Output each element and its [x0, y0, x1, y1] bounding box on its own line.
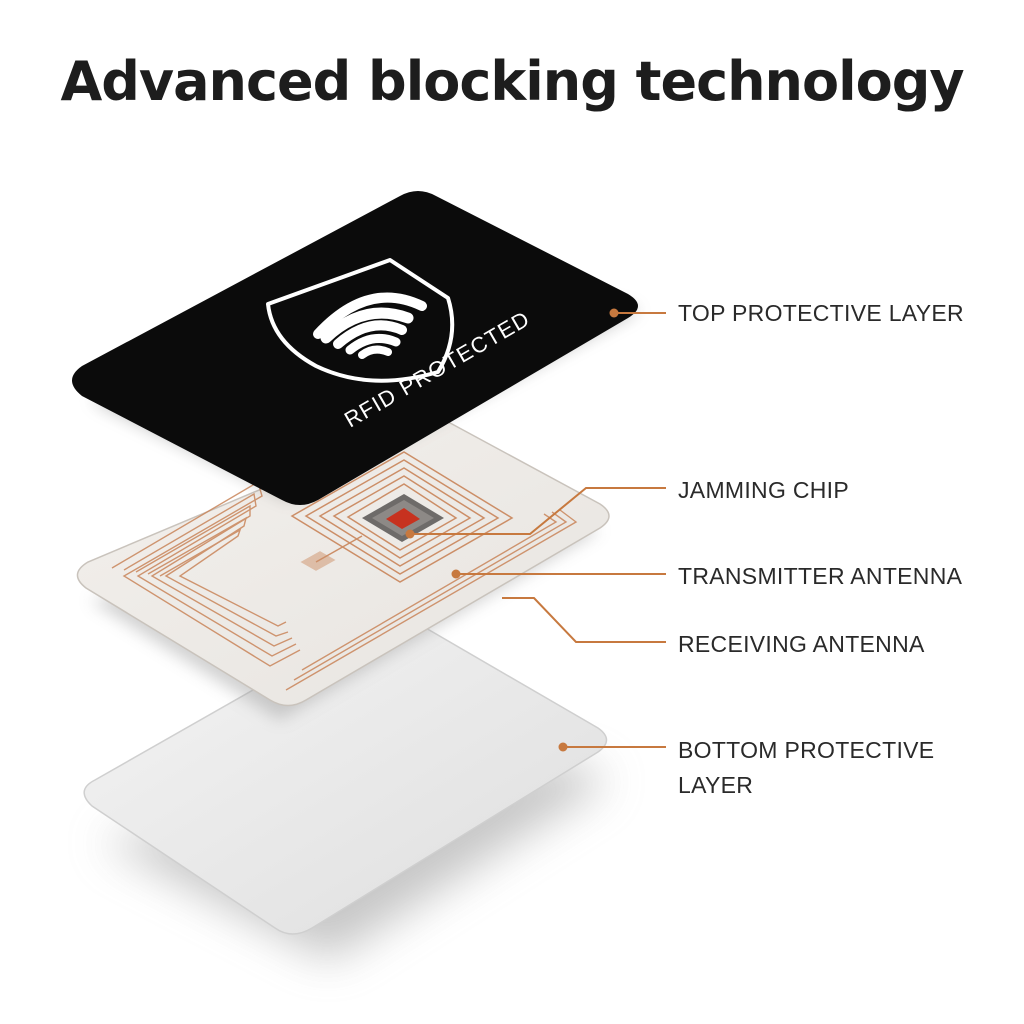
label-top-protective-layer: TOP PROTECTIVE LAYER: [678, 296, 964, 331]
label-line: TRANSMITTER ANTENNA: [678, 563, 963, 589]
jamming-chip: [362, 494, 444, 542]
transmitter-antenna-traces: [290, 451, 514, 583]
callout-lines: [405, 308, 666, 752]
label-line: JAMMING CHIP: [678, 477, 849, 503]
label-line: TOP PROTECTIVE LAYER: [678, 300, 964, 326]
callout-receiving: [502, 597, 666, 643]
label-transmitter-antenna: TRANSMITTER ANTENNA: [678, 559, 962, 594]
callout-bottom: [558, 742, 666, 752]
callout-chip: [405, 487, 666, 539]
receiving-antenna-traces: [111, 480, 578, 691]
callout-transmitter: [451, 569, 666, 579]
callout-top: [609, 308, 666, 318]
label-bottom-protective-layer: BOTTOM PROTECTIVE LAYER: [678, 733, 934, 803]
label-line: RECEIVING ANTENNA: [678, 631, 925, 657]
top-protective-layer: RFID PROTECTED: [72, 191, 640, 505]
label-jamming-chip: JAMMING CHIP: [678, 473, 849, 508]
label-receiving-antenna: RECEIVING ANTENNA: [678, 627, 925, 662]
label-line: LAYER: [678, 772, 754, 798]
shield-wifi-icon: [266, 258, 455, 383]
label-line: BOTTOM PROTECTIVE: [678, 737, 935, 763]
page-title: Advanced blocking technology: [60, 50, 964, 113]
antenna-layer: [76, 418, 610, 720]
